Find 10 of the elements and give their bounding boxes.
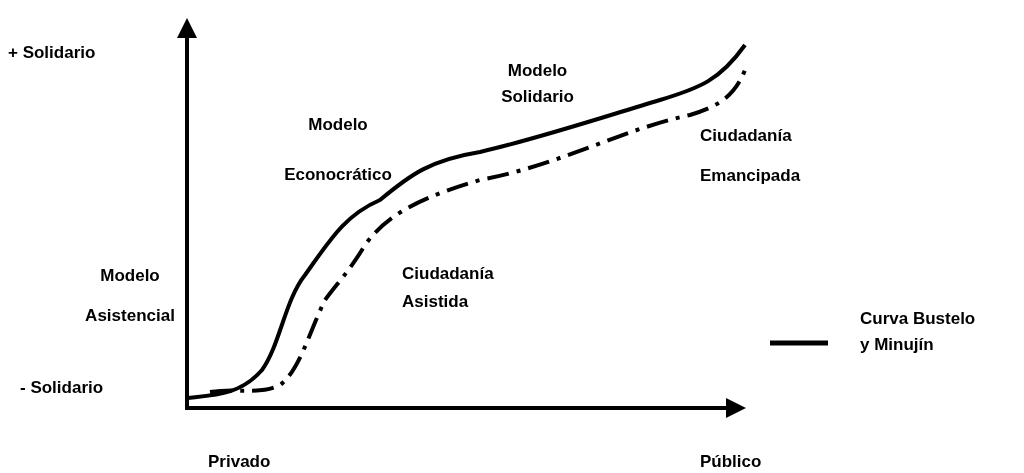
axis-or-region-label: Modelo Asistencial — [84, 265, 176, 327]
axis-or-region-label: - Solidario — [20, 377, 105, 399]
axis-or-region-label: Modelo Solidario — [500, 60, 575, 108]
axis-or-region-label: + Solidario — [8, 42, 97, 64]
axis-or-region-label: Ciudadanía Emancipada — [700, 125, 802, 187]
axis-or-region-label: Ciudadanía Asistida — [402, 263, 495, 313]
legend-text: Curva Bustelo y Minujín — [860, 308, 977, 356]
axis-or-region-label: Modelo Econocrático — [283, 114, 393, 186]
axis-or-region-label: Privado — [208, 452, 272, 472]
axis-or-region-label: Público — [700, 452, 763, 472]
